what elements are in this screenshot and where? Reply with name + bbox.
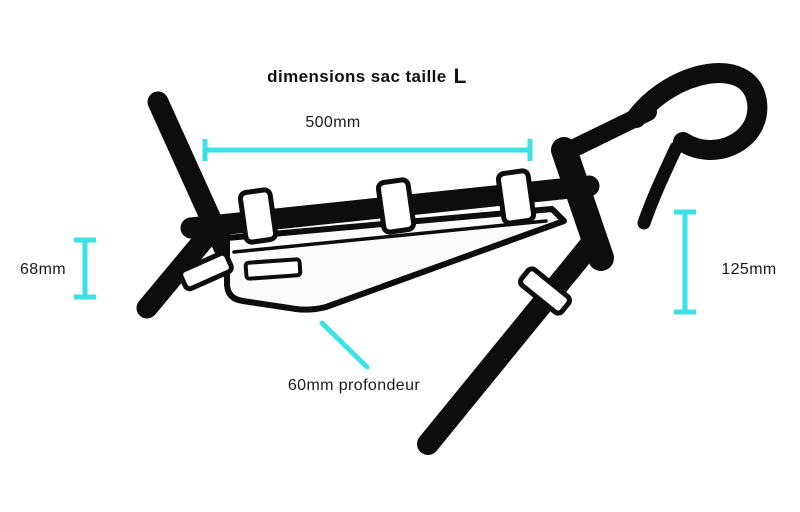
- bag-straps: [178, 168, 572, 316]
- top-tube-strap-right: [495, 168, 537, 226]
- brake-lever-line: [637, 141, 683, 230]
- frame-bag-top-seam: [232, 219, 548, 254]
- seat-tube-strap: [178, 250, 234, 292]
- diagram-title-size-label: L: [454, 65, 467, 88]
- top-tube-strap-middle: [375, 177, 417, 235]
- dimension-left-label: 68mm: [20, 261, 66, 278]
- diagram-title: dimensions sac taille L: [267, 65, 467, 88]
- frame-bag: [224, 206, 567, 313]
- dimension-depth: 60mm profondeur: [288, 320, 421, 394]
- dimension-depth-pointer: [319, 320, 370, 370]
- frame-bag-zipper-detail: [243, 257, 303, 281]
- dimension-right-height: 125mm: [674, 209, 776, 315]
- down-tube-line: [417, 227, 607, 455]
- dimension-right-label: 125mm: [721, 261, 776, 278]
- dimension-left-height: 68mm: [20, 237, 96, 300]
- dimension-width-label: 500mm: [305, 114, 360, 131]
- handlebar-curve: [626, 63, 768, 160]
- dimension-annotations: 500mm 68mm 125mm 60mm profondeur: [20, 114, 776, 394]
- seat-stay-line: [136, 219, 223, 319]
- head-tube-line: [551, 137, 614, 271]
- down-tube-strap: [518, 266, 572, 316]
- diagram-title-text: dimensions sac taille: [267, 67, 446, 86]
- frame-bag-body: [224, 206, 567, 313]
- dimension-depth-label: 60mm profondeur: [288, 377, 421, 394]
- top-tube-strap-left: [237, 187, 279, 245]
- dimension-width: 500mm: [202, 114, 533, 161]
